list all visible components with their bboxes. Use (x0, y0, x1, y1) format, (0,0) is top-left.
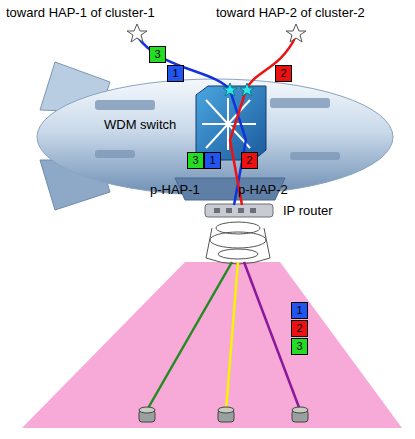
wavelength-number: 1 (296, 304, 302, 316)
fiber-red (230, 36, 296, 205)
wavelength-number: 1 (209, 154, 215, 166)
wavelength-number: 2 (296, 322, 302, 334)
wavelength-box: 2 (241, 152, 258, 169)
ground-terminal (139, 407, 308, 422)
text-label: p-HAP-1 (150, 182, 200, 197)
wavelength-number: 1 (172, 67, 178, 79)
hap-star (127, 24, 306, 42)
text-label: toward HAP-2 of cluster-2 (216, 5, 365, 20)
switch-arrows (202, 98, 256, 150)
antenna (206, 222, 270, 264)
wavelength-number: 3 (296, 340, 302, 352)
wavelength-box: 2 (291, 320, 308, 337)
text-label: IP router (283, 203, 333, 218)
wavelength-box: 1 (167, 65, 184, 82)
ip-router (205, 204, 273, 217)
wavelength-number: 2 (280, 67, 286, 79)
wavelength-number: 3 (192, 154, 198, 166)
text-label: toward HAP-1 of cluster-1 (6, 5, 155, 20)
text-label: WDM switch (104, 117, 176, 132)
wavelength-box: 1 (204, 152, 221, 169)
coverage-beam (22, 262, 402, 428)
wavelength-number: 3 (154, 48, 160, 60)
link-yellow (226, 262, 238, 410)
router-ports (214, 208, 256, 213)
wavelength-box: 3 (149, 46, 166, 63)
wavelength-box: 1 (291, 302, 308, 319)
wavelength-box: 3 (187, 152, 204, 169)
wavelength-number: 2 (246, 154, 252, 166)
text-label: p-HAP-2 (238, 182, 288, 197)
wavelength-box: 3 (291, 338, 308, 355)
port-star (223, 83, 254, 96)
link-green (147, 262, 232, 410)
wavelength-box: 2 (275, 65, 292, 82)
